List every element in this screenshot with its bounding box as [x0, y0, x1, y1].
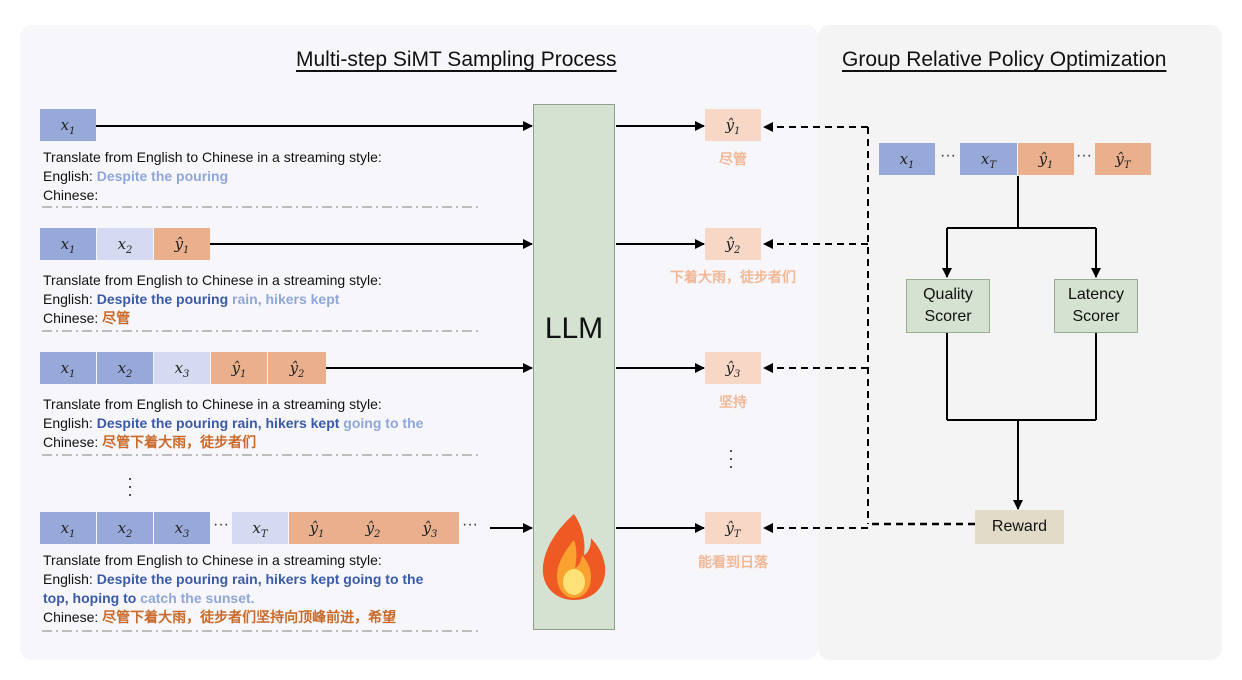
token-x2: x2: [97, 512, 153, 544]
token-y2: ŷ2: [268, 352, 326, 384]
chinese-label: Chinese:: [43, 310, 103, 326]
token-y1: ŷ1: [289, 512, 345, 544]
ellipsis: ···: [940, 147, 956, 164]
token-x3: x3: [154, 512, 210, 544]
output-token-y2: ŷ2: [705, 228, 761, 260]
vertical-ellipsis: ···: [728, 440, 734, 476]
ellipsis: ···: [462, 516, 478, 533]
quality-scorer-box: Quality Scorer: [906, 279, 990, 333]
latency-scorer-box: Latency Scorer: [1054, 279, 1138, 333]
token-xT: xT: [232, 512, 288, 544]
english-new-text: going to the: [339, 415, 424, 431]
output-text-1: 尽管: [719, 151, 747, 167]
english-old-text-cont: top, hoping to: [43, 590, 137, 606]
llm-label: LLM: [544, 312, 604, 345]
token-y2: ŷ2: [345, 512, 401, 544]
english-label: English:: [43, 415, 97, 431]
output-text-2: 下着大雨，徒步者们: [670, 269, 796, 285]
token-x2: x2: [97, 352, 153, 384]
token-x2: x2: [97, 228, 153, 260]
chinese-label: Chinese:: [43, 187, 99, 203]
instruction-text: Translate from English to Chinese in a s…: [43, 552, 382, 568]
grpo-token-xT: xT: [960, 143, 1017, 175]
token-x1: x1: [40, 352, 96, 384]
instruction-text: Translate from English to Chinese in a s…: [43, 396, 382, 412]
english-new-text: catch the sunset.: [136, 590, 255, 606]
quality-scorer-label: Quality: [923, 286, 973, 303]
chinese-text: 尽管下着大雨，徒步者们: [102, 434, 257, 450]
grpo-heading: Group Relative Policy Optimization: [842, 48, 1167, 71]
quality-scorer-label-2: Scorer: [924, 308, 972, 325]
grpo-panel: [818, 25, 1222, 660]
chinese-label: Chinese:: [43, 609, 103, 625]
token-x1: x1: [40, 512, 96, 544]
llm-box: [533, 104, 615, 630]
token-y3: ŷ3: [401, 512, 459, 544]
english-old-text: Despite the pouring: [96, 291, 229, 307]
sampling-heading: Multi-step SiMT Sampling Process: [296, 48, 617, 71]
chinese-label: Chinese:: [43, 434, 103, 450]
prompt-step-1: Translate from English to Chinese in a s…: [43, 148, 382, 205]
output-token-y3: ŷ3: [705, 352, 761, 384]
english-new-text: rain, hikers kept: [228, 291, 340, 307]
ellipsis: ···: [213, 516, 229, 533]
english-label: English:: [43, 291, 97, 307]
token-y1: ŷ1: [154, 228, 210, 260]
prompt-step-3: Translate from English to Chinese in a s…: [43, 395, 423, 452]
english-old-text: Despite the pouring rain, hikers kept: [96, 415, 340, 431]
token-x1: x1: [40, 228, 96, 260]
output-text-3: 坚持: [719, 394, 747, 410]
english-label: English:: [43, 168, 97, 184]
prompt-step-T: Translate from English to Chinese in a s…: [43, 551, 423, 627]
chinese-text: 尽管下着大雨，徒步者们坚持向顶峰前进，希望: [102, 609, 397, 625]
instruction-text: Translate from English to Chinese in a s…: [43, 272, 382, 288]
english-old-text: Despite the pouring rain, hikers kept go…: [96, 571, 424, 587]
latency-scorer-label: Latency: [1067, 286, 1125, 303]
output-text-T: 能看到日落: [698, 554, 768, 570]
english-new-text: Despite the pouring: [96, 168, 229, 184]
reward-box: Reward: [975, 510, 1064, 544]
instruction-text: Translate from English to Chinese in a s…: [43, 149, 382, 165]
grpo-token-x1: x1: [879, 143, 935, 175]
ellipsis: ···: [1076, 147, 1092, 164]
prompt-step-2: Translate from English to Chinese in a s…: [43, 271, 382, 328]
vertical-ellipsis: ···: [127, 468, 133, 504]
grpo-token-y1: ŷ1: [1018, 143, 1074, 175]
token-y1: ŷ1: [211, 352, 267, 384]
token-x1: x1: [40, 109, 96, 141]
latency-scorer-label-2: Scorer: [1072, 308, 1120, 325]
grpo-token-yT: ŷT: [1095, 143, 1151, 175]
sampling-panel: [20, 25, 818, 660]
output-token-yT: ŷT: [705, 512, 761, 544]
english-label: English:: [43, 571, 97, 587]
chinese-text: 尽管: [102, 310, 131, 326]
reward-label: Reward: [991, 518, 1048, 535]
token-x3: x3: [154, 352, 210, 384]
output-token-y1: ŷ1: [705, 109, 761, 141]
